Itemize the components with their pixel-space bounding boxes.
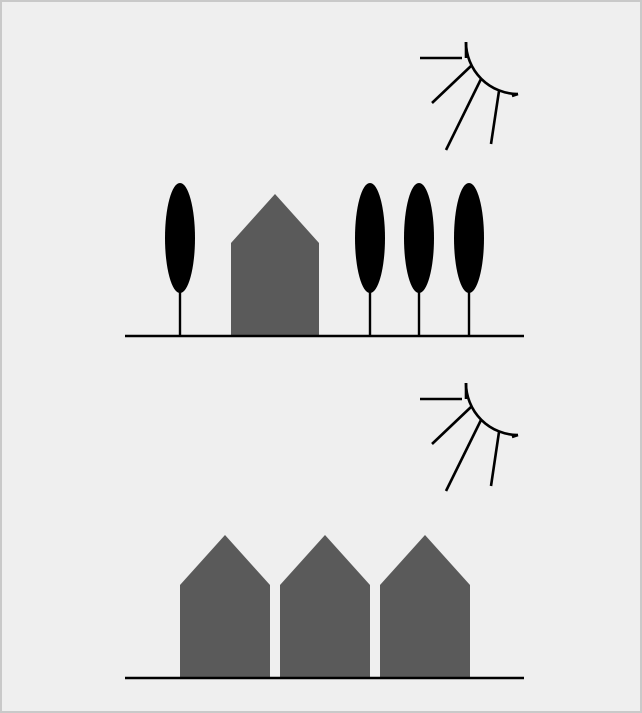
scene-comparison-diagram [0, 0, 642, 713]
